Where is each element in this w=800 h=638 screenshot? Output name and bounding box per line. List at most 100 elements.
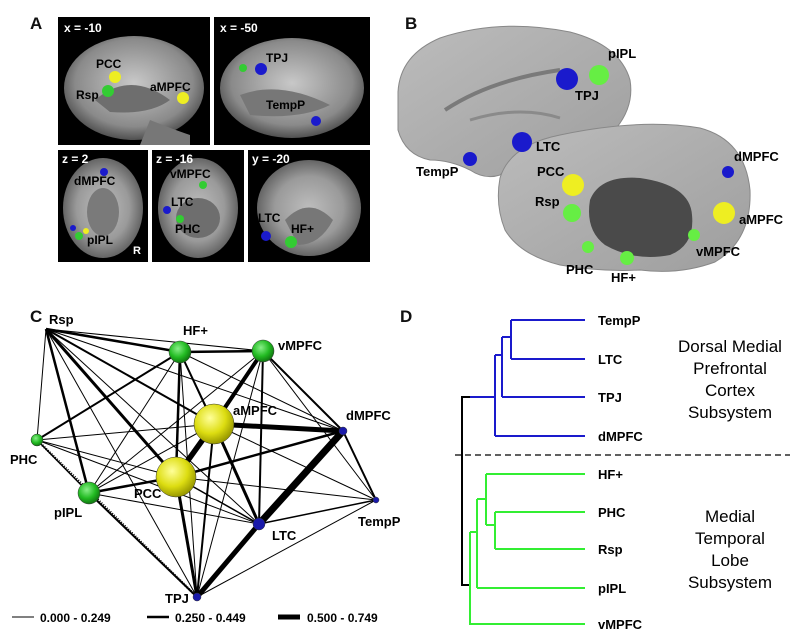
- slice-5-label-hf: HF+: [291, 222, 314, 236]
- edge-aMPFC-TPJ: [196, 423, 215, 598]
- surf-label-rsp: Rsp: [535, 194, 560, 209]
- surf-ampfc-blob: [713, 202, 735, 224]
- slice-axial-z2: z = 2 R dMPFC pIPL: [58, 150, 148, 262]
- surf-pcc-blob: [562, 174, 584, 196]
- node-pcc: [155, 456, 197, 498]
- svg-text:Subsystem: Subsystem: [688, 403, 772, 422]
- surf-label-pipl: pIPL: [608, 46, 636, 61]
- surf-phc-blob: [582, 241, 594, 253]
- svg-text:Subsystem: Subsystem: [688, 573, 772, 592]
- roi-ampfc-dot: [177, 92, 189, 104]
- slice-3-coord: z = 2: [62, 152, 89, 166]
- edge-vMPFC-TPJ: [196, 350, 264, 598]
- svg-text:Medial: Medial: [705, 507, 755, 526]
- roi-pcc-dot: [109, 71, 121, 83]
- panel-a: x = -10 PCC Rsp aMPFC x = -50 TPJ TempP …: [58, 17, 370, 262]
- edge-PCC-TempP: [175, 476, 377, 501]
- node-hf-plus: [168, 340, 192, 364]
- svg-text:Cortex: Cortex: [705, 381, 756, 400]
- surf-hf-blob: [620, 251, 634, 265]
- slice-4-label-vmpfc: vMPFC: [170, 167, 211, 181]
- edge-weight-legend: 0.000 - 0.249 0.250 - 0.449 0.500 - 0.74…: [12, 611, 378, 625]
- roi-dmpfc-dot: [100, 168, 108, 176]
- edge-LTC-dMPFC: [256, 428, 346, 527]
- node-label-pcc: PCC: [134, 486, 162, 501]
- svg-text:Temporal: Temporal: [695, 529, 765, 548]
- panel-a-letter: A: [30, 14, 43, 33]
- roi-ltc-coronal-dot: [261, 231, 271, 241]
- surf-label-dmpfc: dMPFC: [734, 149, 779, 164]
- roi-phc-dot: [176, 215, 184, 223]
- panel-d-letter: D: [400, 307, 413, 326]
- node-tpj: [192, 592, 202, 602]
- leaf-dmpfc: dMPFC: [598, 429, 643, 444]
- slice-3-label-dmpfc: dMPFC: [74, 174, 116, 188]
- edge-pIPL-aMPFC: [88, 423, 215, 494]
- edge-vMPFC-dMPFC: [262, 350, 344, 432]
- edge-PHC-aMPFC: [36, 423, 215, 441]
- leaf-tpj: TPJ: [598, 390, 622, 405]
- surf-ltc-blob: [512, 132, 532, 152]
- panel-c-letter: C: [30, 307, 43, 326]
- surf-label-vmpfc: vMPFC: [696, 244, 741, 259]
- edge-LTC-TempP: [258, 499, 377, 525]
- surf-pipl-blob: [589, 65, 609, 85]
- edge-TPJ-LTC: [195, 522, 261, 599]
- surf-rsp-blob: [563, 204, 581, 222]
- edge-Rsp-HF+: [45, 327, 181, 354]
- roi-rsp-dot: [102, 85, 114, 97]
- surf-label-pcc: PCC: [537, 164, 565, 179]
- node-label-vmpfc: vMPFC: [278, 338, 323, 353]
- node-label-phc: PHC: [10, 452, 38, 467]
- edge-vMPFC-pIPL: [88, 350, 264, 494]
- slice-2-coord: x = -50: [220, 21, 258, 35]
- slice-1-label-ampfc: aMPFC: [150, 80, 191, 94]
- edge-Rsp-PHC: [36, 328, 47, 441]
- legend-label-thin: 0.000 - 0.249: [40, 611, 111, 625]
- edge-PCC-TPJ: [174, 476, 199, 598]
- slice-axial-z16: z = -16 vMPFC LTC PHC: [152, 150, 244, 262]
- dendro-root: [461, 396, 470, 586]
- slice-sagittal-lateral: x = -50 TPJ TempP: [214, 17, 370, 145]
- edge-HF+-PCC: [174, 351, 182, 478]
- surf-label-ltc: LTC: [536, 139, 561, 154]
- edge-Rsp-pIPL: [44, 328, 91, 494]
- edge-aMPFC-TempP: [213, 423, 377, 501]
- panel-b-letter: B: [405, 14, 418, 33]
- edge-TPJ-pIPL: [88, 492, 198, 598]
- network-edges: [36, 327, 377, 599]
- slice-5-coord: y = -20: [252, 152, 290, 166]
- edge-HF+-pIPL: [88, 351, 181, 494]
- leaf-vmpfc: vMPFC: [598, 617, 643, 632]
- surf-tpj-blob: [556, 68, 578, 90]
- surf-dmpfc-blob: [722, 166, 734, 178]
- dendro-lower-branches: [469, 473, 585, 625]
- slice-4-label-phc: PHC: [175, 222, 201, 236]
- edge-HF+-vMPFC: [179, 349, 264, 354]
- leaf-phc: PHC: [598, 505, 626, 520]
- surf-label-tempp: TempP: [416, 164, 459, 179]
- edge-PHC-pIPL: [36, 439, 90, 494]
- edge-PCC-dMPFC: [175, 429, 344, 479]
- panel-b: pIPL TPJ LTC TempP PCC Rsp dMPFC aMPFC v…: [397, 25, 784, 285]
- roi-pipl-dot: [75, 232, 83, 240]
- edge-HF+-dMPFC: [179, 351, 344, 432]
- slice-4-coord: z = -16: [156, 152, 193, 166]
- edge-aMPFC-dMPFC: [213, 421, 344, 434]
- surf-tempp-blob: [463, 152, 477, 166]
- legend-label-medium: 0.250 - 0.449: [175, 611, 246, 625]
- edge-Rsp-vMPFC: [45, 328, 264, 352]
- panel-d: TempP LTC TPJ dMPFC HF+ PHC Rsp pIPL vMP…: [455, 313, 790, 632]
- edge-Rsp-dMPFC: [45, 328, 344, 432]
- roi-tpj-dot: [255, 63, 267, 75]
- slice-3-label-pipl: pIPL: [87, 233, 113, 247]
- node-phc: [30, 433, 44, 447]
- roi-vmpfc-dot: [199, 181, 207, 189]
- edge-pIPL-LTC: [88, 492, 260, 525]
- roi-tpj-green-dot: [239, 64, 247, 72]
- edge-PHC-PCC: [36, 439, 177, 478]
- node-ampfc: [193, 403, 235, 445]
